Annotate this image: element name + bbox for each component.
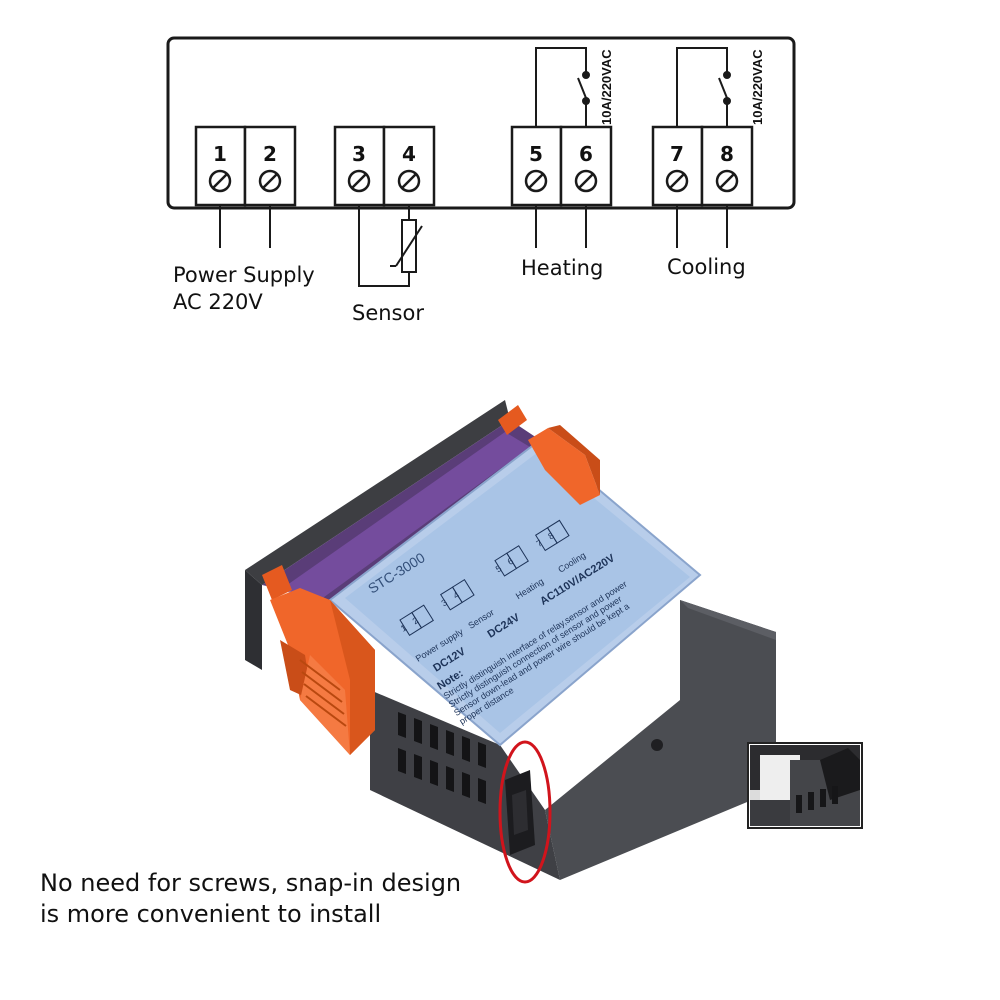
wiring-diagram: 1 2 3 4 5 6 [166,36,796,325]
caption: No need for screws, snap-in design is mo… [40,868,461,930]
front-bezel [245,400,510,585]
terminal-1: 1 [194,125,247,207]
terminal-2: 2 [243,125,297,207]
heating-relay-rating: 10A/220VAC [599,49,614,125]
label-terminal-4: 4 [451,590,461,601]
terminal-3-number: 3 [352,142,366,166]
side-face [545,600,776,880]
label-terminal-2: 2 [411,615,421,626]
cooling-relay-contact [676,47,731,127]
cooling-label: Cooling [667,255,746,279]
cooling-relay-rating: 10A/220VAC [750,49,765,125]
terminal-6: 6 [559,125,613,207]
snap-in-highlight-ring [498,740,552,884]
terminal-5: 5 [510,125,563,207]
terminal-7-number: 7 [670,142,684,166]
mounting-clip-front [262,565,375,755]
heating-relay-contact [535,47,590,127]
terminal-7: 7 [651,125,704,207]
label-terminal-5: 5 [494,563,504,574]
label-terminal-6: 6 [506,556,516,567]
power-supply-voltage-label: AC 220V [173,290,263,314]
label-terminal-7: 7 [534,538,544,549]
terminal-8: 8 [700,125,754,207]
mounting-hole [651,739,663,751]
caption-line-2: is more convenient to install [40,900,382,928]
controller-outline [166,36,796,210]
controller-device: STC-3000 1 2 3 4 5 6 7 8 Power supply [245,400,776,884]
snap-in-latch [505,770,535,855]
label-terminal-3: 3 [439,597,449,608]
heating-label: Heating [521,256,603,280]
label-terminal-8: 8 [546,530,556,541]
terminal-4-number: 4 [402,142,416,166]
terminal-6-number: 6 [579,142,593,166]
sensor-label: Sensor [352,301,424,325]
terminal-2-number: 2 [263,142,277,166]
lead-wires [219,205,728,248]
terminal-5-number: 5 [529,142,543,166]
terminal-3: 3 [333,125,386,207]
sensor-thermistor [358,205,423,287]
mounting-clip-top [498,405,600,505]
snap-in-detail-inset [747,742,863,829]
terminal-1-number: 1 [213,142,227,166]
power-supply-label: Power Supply [173,263,315,287]
terminal-8-number: 8 [720,142,734,166]
label-terminal-1: 1 [399,623,409,634]
caption-line-1: No need for screws, snap-in design [40,869,462,897]
terminal-4: 4 [382,125,436,207]
